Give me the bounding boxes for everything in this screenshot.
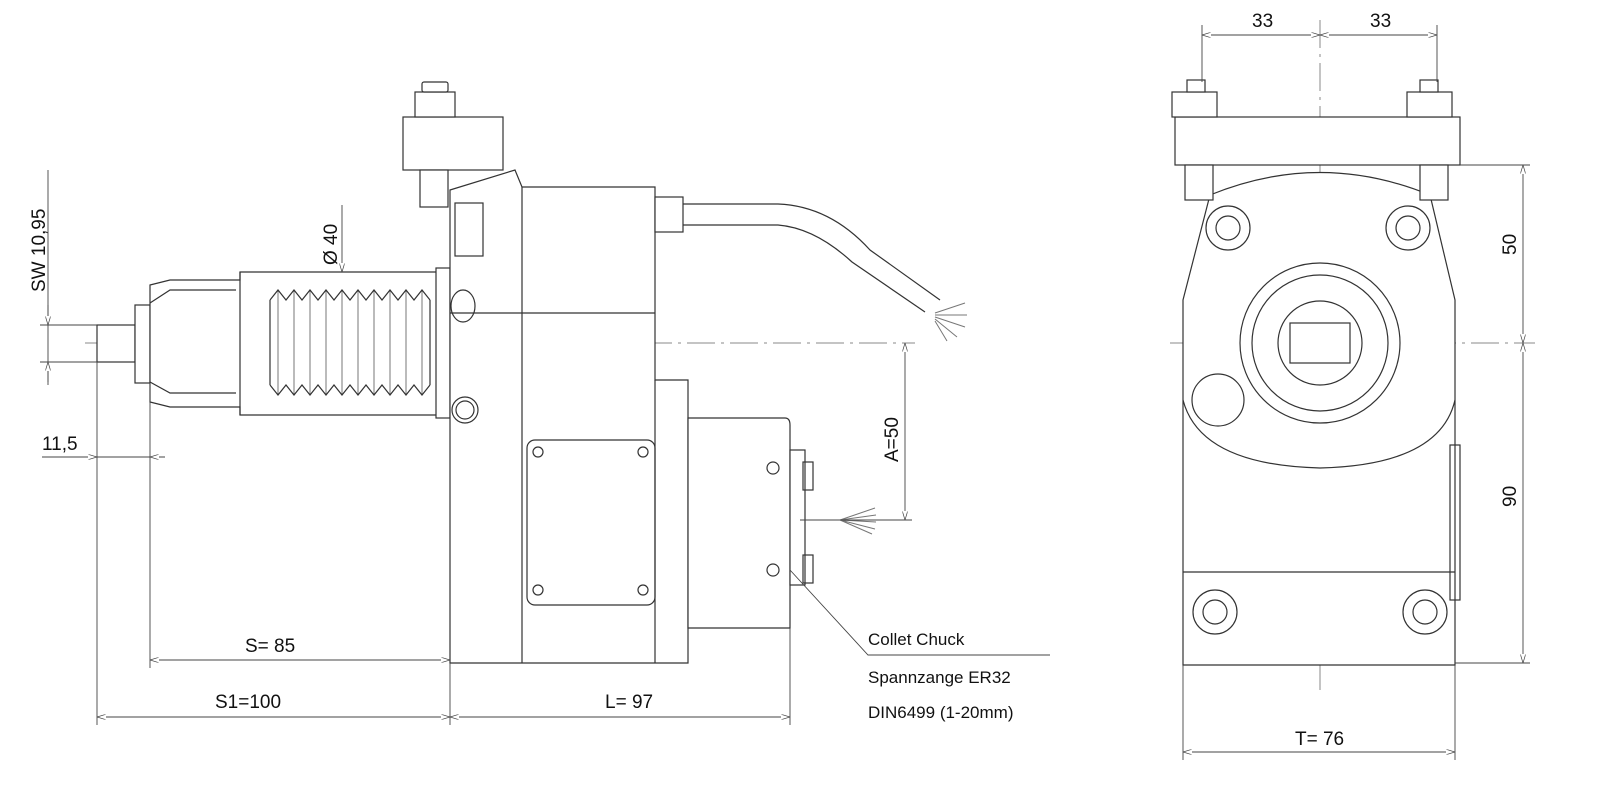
shaft-flange [134, 304, 151, 384]
oil-plug-icon [1191, 373, 1245, 427]
nut-ring [435, 267, 451, 419]
dim-l-label: L= 97 [605, 692, 653, 713]
note-collet-chuck: Collet Chuck [868, 630, 965, 649]
dim-stub-label: 11,5 [42, 434, 78, 455]
note-spannzange: Spannzange ER32 [868, 668, 1011, 687]
dim-s1-label: S1=100 [215, 692, 281, 713]
dim-diameter-label: Ø 40 [321, 224, 342, 265]
clamp-block [402, 81, 504, 208]
spindle-bore [1239, 262, 1401, 424]
collet-chuck [687, 417, 877, 629]
thread-edge [269, 300, 431, 385]
front-view: 33 33 50 90 T= 76 [1170, 11, 1535, 760]
dim-s-label: S= 85 [245, 636, 295, 657]
dim-50: 50 [1500, 234, 1521, 255]
housing [449, 169, 689, 664]
dim-left-33: 33 [1252, 11, 1273, 32]
dim-sw-label: SW 10,95 [29, 209, 50, 292]
note-din: DIN6499 (1-20mm) [868, 703, 1014, 722]
side-dimensions: SW 10,95 Ø 40 11,5 S= 85 S1=100 L= 97 A=… [29, 170, 1050, 725]
front-bolts [1192, 205, 1448, 635]
side-view: SW 10,95 Ø 40 11,5 S= 85 S1=100 L= 97 A=… [29, 81, 1050, 725]
dim-a-label: A=50 [882, 417, 903, 462]
front-clamp-bar [1174, 116, 1461, 166]
front-housing [1182, 171, 1456, 666]
front-dimensions: 33 33 50 90 T= 76 [1182, 11, 1530, 760]
cover-plate [526, 439, 656, 606]
dim-t-label: T= 76 [1295, 729, 1344, 750]
socket-screw-icon [451, 396, 479, 424]
thread-profile [269, 384, 431, 396]
coolant-pipe [654, 196, 967, 342]
drive-shaft [96, 324, 136, 363]
dim-90: 90 [1500, 486, 1521, 507]
thread-profile [269, 289, 431, 301]
dim-right-33: 33 [1370, 11, 1391, 32]
threaded-section [269, 289, 431, 396]
